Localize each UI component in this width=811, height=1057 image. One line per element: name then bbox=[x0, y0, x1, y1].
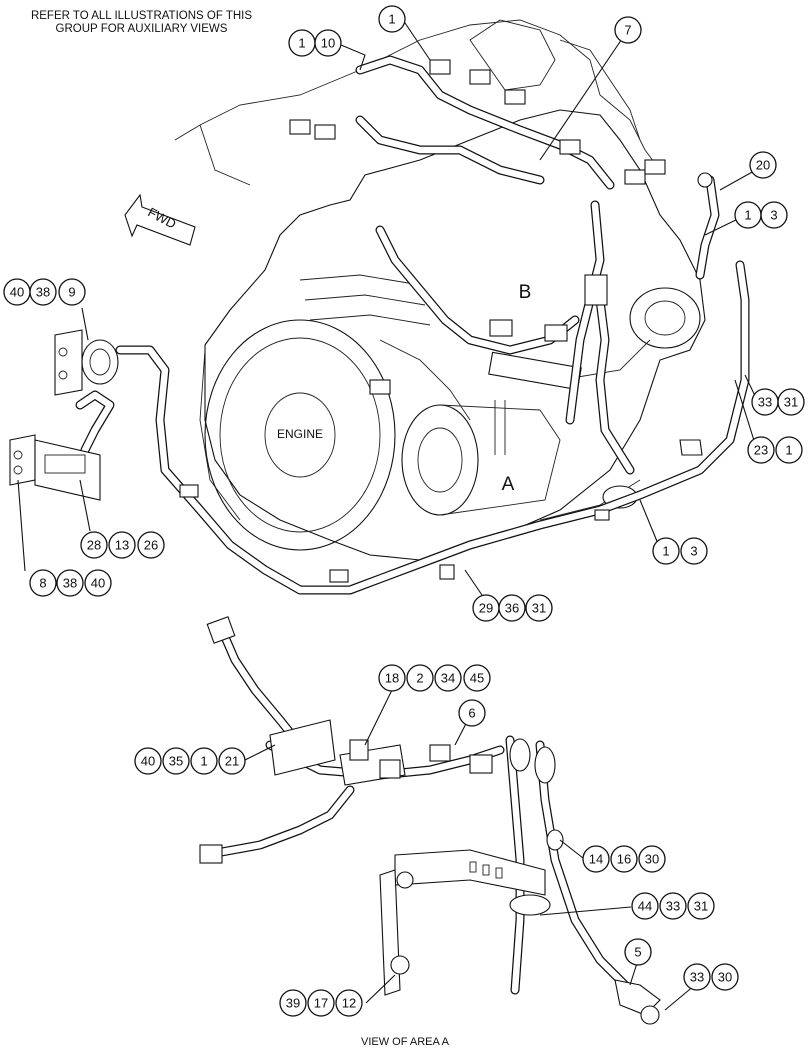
auxiliary-views-note: REFER TO ALL ILLUSTRATIONS OF THIS GROUP… bbox=[30, 10, 253, 35]
callout-23-1: 23 1 bbox=[747, 436, 803, 464]
svg-text:2: 2 bbox=[416, 671, 423, 686]
callout-7: 7 bbox=[614, 16, 642, 44]
svg-text:16: 16 bbox=[617, 852, 631, 867]
svg-text:7: 7 bbox=[624, 23, 631, 38]
callout-14-16-30: 14 16 30 bbox=[582, 845, 666, 873]
callout-5: 5 bbox=[624, 938, 652, 966]
svg-text:44: 44 bbox=[638, 899, 652, 914]
svg-text:39: 39 bbox=[286, 996, 300, 1011]
svg-text:30: 30 bbox=[645, 852, 659, 867]
svg-text:17: 17 bbox=[314, 996, 328, 1011]
area-b-label: B bbox=[519, 282, 532, 303]
svg-text:33: 33 bbox=[666, 899, 680, 914]
svg-text:36: 36 bbox=[505, 601, 519, 616]
svg-text:1: 1 bbox=[200, 754, 207, 769]
forward-arrow: FWD bbox=[124, 193, 196, 246]
area-a-label: A bbox=[502, 474, 515, 495]
callout-39-17-12: 39 17 12 bbox=[279, 989, 363, 1017]
callout-40-35-1-21: 40 35 1 21 bbox=[134, 747, 246, 775]
callout-40-38-9: 40 38 9 bbox=[3, 278, 86, 306]
area-a-detail bbox=[199, 616, 661, 1025]
svg-text:1: 1 bbox=[388, 12, 395, 27]
svg-text:31: 31 bbox=[784, 395, 798, 410]
callout-33-30: 33 30 bbox=[683, 963, 739, 991]
callout-1: 1 bbox=[378, 5, 406, 33]
callout-8-38-40: 8 38 40 bbox=[29, 569, 112, 597]
svg-text:1: 1 bbox=[785, 443, 792, 458]
callout-1-3-lower: 1 3 bbox=[652, 537, 708, 565]
callout-28-13-26: 28 13 26 bbox=[80, 531, 165, 559]
callout-20: 20 bbox=[749, 151, 777, 179]
svg-text:40: 40 bbox=[141, 754, 155, 769]
svg-text:33: 33 bbox=[758, 395, 772, 410]
svg-text:13: 13 bbox=[115, 538, 129, 553]
svg-text:1: 1 bbox=[298, 36, 305, 51]
engine-label: ENGINE bbox=[277, 427, 323, 441]
callout-33-31-right: 33 31 bbox=[751, 388, 805, 416]
relay-bracket-lower bbox=[9, 434, 101, 501]
svg-text:30: 30 bbox=[718, 970, 732, 985]
callout-18-2-34-45: 18 2 34 45 bbox=[378, 664, 491, 692]
wiring-harness bbox=[75, 55, 750, 595]
svg-text:3: 3 bbox=[770, 208, 777, 223]
svg-text:10: 10 bbox=[321, 36, 335, 51]
callout-6: 6 bbox=[458, 699, 486, 727]
svg-text:5: 5 bbox=[634, 945, 641, 960]
svg-text:38: 38 bbox=[63, 576, 77, 591]
svg-text:14: 14 bbox=[589, 852, 603, 867]
svg-text:20: 20 bbox=[756, 158, 770, 173]
callout-44-33-31: 44 33 31 bbox=[631, 892, 715, 920]
svg-text:45: 45 bbox=[470, 671, 484, 686]
svg-text:29: 29 bbox=[479, 601, 493, 616]
callout-1-10: 1 10 bbox=[288, 29, 342, 57]
svg-text:18: 18 bbox=[385, 671, 399, 686]
svg-text:28: 28 bbox=[87, 538, 101, 553]
svg-text:6: 6 bbox=[468, 706, 475, 721]
svg-text:1: 1 bbox=[662, 544, 669, 559]
svg-text:8: 8 bbox=[39, 576, 46, 591]
view-caption: VIEW OF AREA A bbox=[360, 1036, 450, 1048]
callout-1-3-upper: 1 3 bbox=[734, 201, 788, 229]
svg-text:35: 35 bbox=[169, 754, 183, 769]
svg-text:31: 31 bbox=[694, 899, 708, 914]
svg-text:40: 40 bbox=[10, 285, 24, 300]
callout-29-36-31: 29 36 31 bbox=[472, 594, 553, 622]
relay-bracket-upper bbox=[54, 329, 119, 396]
svg-text:12: 12 bbox=[342, 996, 356, 1011]
svg-text:26: 26 bbox=[144, 538, 158, 553]
svg-text:33: 33 bbox=[690, 970, 704, 985]
svg-text:34: 34 bbox=[441, 671, 455, 686]
svg-text:9: 9 bbox=[68, 285, 75, 300]
svg-text:38: 38 bbox=[36, 285, 50, 300]
svg-text:31: 31 bbox=[532, 601, 546, 616]
svg-text:23: 23 bbox=[754, 443, 768, 458]
svg-text:1: 1 bbox=[744, 208, 751, 223]
svg-text:40: 40 bbox=[91, 576, 105, 591]
svg-text:21: 21 bbox=[225, 754, 239, 769]
svg-text:3: 3 bbox=[690, 544, 697, 559]
engine-block bbox=[174, 19, 706, 561]
